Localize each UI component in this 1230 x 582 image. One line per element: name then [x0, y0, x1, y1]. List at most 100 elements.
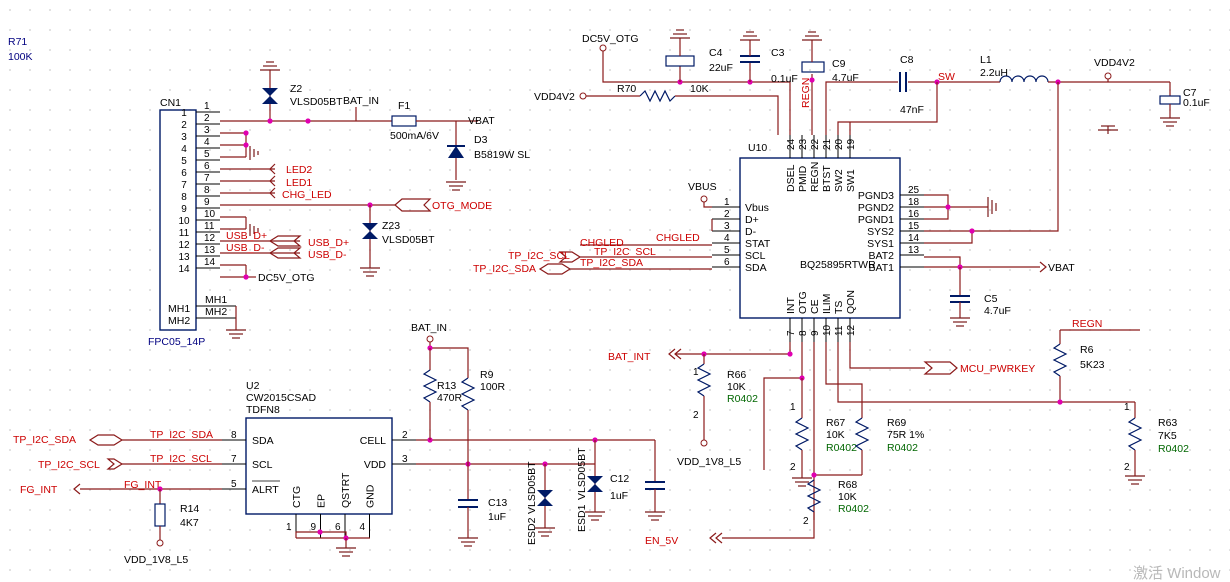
z2-designator: Z2	[290, 83, 302, 95]
r67-value: 10K	[826, 429, 845, 441]
u2-chip-body[interactable]	[245, 417, 393, 515]
net-usb-dp-b: USB_D+	[308, 237, 349, 249]
u2-package: TDFN8	[246, 404, 280, 416]
u2-right-pin-number: 3	[402, 454, 408, 465]
cn1-pin-number: 8	[181, 192, 187, 203]
r67-pin1: 1	[790, 402, 796, 413]
port-tp-sda	[538, 263, 572, 275]
net-bat-in-top: BAT_IN	[343, 95, 379, 107]
esd1-ground-icon	[585, 511, 605, 521]
u2-left-pin-number: 8	[231, 430, 237, 441]
r13-resistor[interactable]	[422, 369, 438, 403]
u10-right-pin-name: BAT2	[869, 250, 895, 262]
r14-resistor[interactable]	[154, 503, 166, 527]
u10-right-pin-number: 15	[908, 221, 920, 232]
u10-bottom-pin-name: ILIM	[821, 294, 833, 314]
u10-designator: U10	[748, 142, 767, 154]
u2-designator: U2	[246, 380, 260, 392]
f1-designator: F1	[398, 100, 410, 112]
r70-value: 10K	[690, 83, 709, 95]
esd2-diode-icon-b	[537, 498, 553, 506]
net-tp-i2c-scl-a: TP_I2C_SCL	[508, 250, 570, 262]
r67-designator: R67	[826, 417, 845, 429]
net-vbus: VBUS	[688, 181, 717, 193]
esd2-diode-icon	[537, 490, 553, 498]
net-vbat-right: VBAT	[1048, 262, 1075, 274]
net-sw: SW	[938, 71, 955, 83]
u2-left-pin-number: 7	[231, 454, 237, 465]
junction	[243, 274, 249, 280]
u10-bottom-pin-name: TS	[833, 301, 845, 314]
net-bat-int: BAT_INT	[608, 351, 651, 363]
u10-left-pin-number: 2	[724, 209, 730, 220]
cn1-mh1-pin: MH1	[205, 294, 227, 306]
r67-resistor[interactable]	[794, 417, 810, 451]
wire-vbus	[703, 202, 712, 208]
r69-resistor[interactable]	[854, 417, 870, 451]
cn1-pin-number: 12	[178, 240, 190, 251]
u10-right-pin-name: SYS1	[867, 238, 894, 250]
cn1-mh2-pin: MH2	[205, 306, 227, 318]
net-tp-i2c-sda-left: TP_I2C_SDA	[13, 434, 76, 446]
u10-left-pin-name: D+	[745, 214, 759, 226]
net-chg-led: CHG_LED	[282, 189, 332, 201]
r66-pin1: 1	[693, 367, 699, 378]
c3-value: 0.1uF	[771, 73, 798, 85]
f1-fuse[interactable]	[391, 115, 417, 127]
u10-left-pin-number: 1	[724, 197, 730, 208]
c9-capacitor[interactable]	[801, 61, 825, 73]
cn1-pin-number-outer: 12	[204, 233, 216, 244]
vdd4v2-ground-icon	[1098, 125, 1118, 134]
u2-left-pin-number: 5	[231, 479, 237, 490]
cn1-pin-number: 5	[181, 156, 187, 167]
arrow-en-5v	[715, 532, 723, 544]
net-mcu-pwrkey: MCU_PWRKEY	[960, 363, 1035, 375]
junction	[267, 118, 273, 124]
c7-capacitor[interactable]	[1159, 95, 1181, 105]
u2-bottom-pin-name: GND	[365, 484, 377, 508]
u10-bottom-pin-number: 10	[822, 324, 833, 336]
r9-designator: R9	[480, 369, 494, 381]
junction	[317, 529, 323, 535]
cn1-pin-number-outer: 5	[204, 149, 210, 160]
u10-bottom-pin-name: OTG	[797, 291, 809, 314]
c5-ground-icon	[950, 317, 970, 327]
u10-top-pin-number: 21	[822, 138, 833, 150]
u10-top-pin-name: SW1	[845, 169, 857, 192]
esd2-designator: ESD2	[526, 517, 538, 545]
u10-top-pin-name: SW2	[833, 169, 845, 192]
vdd-1v8-port-bot	[156, 539, 164, 547]
net-tp-i2c-scl-net: TP_I2C_SCL	[150, 453, 212, 465]
r6-resistor[interactable]	[1052, 343, 1068, 377]
r68-package: R0402	[838, 503, 869, 515]
r63-pin2: 2	[1124, 462, 1130, 473]
l1-inductor[interactable]	[999, 75, 1049, 83]
c13-value: 1uF	[488, 511, 506, 523]
net-tp-i2c-scl-b: TP_I2C_SCL	[594, 246, 656, 258]
c4-capacitor[interactable]	[665, 55, 695, 67]
r70-resistor[interactable]	[639, 89, 676, 103]
r69-package: R0402	[887, 442, 918, 454]
esd2-ground-icon	[535, 527, 555, 537]
windows-activation-watermark: 激活 Window	[1133, 565, 1221, 582]
dc5v-otg-port	[599, 44, 607, 52]
r63-resistor[interactable]	[1127, 417, 1143, 451]
arrow-bat-int-b	[674, 348, 682, 360]
wire-en-5v	[722, 512, 815, 539]
r71-value: 100K	[8, 51, 33, 63]
net-regn-right: REGN	[1072, 318, 1102, 330]
u10-chip-body[interactable]	[739, 157, 901, 319]
r9-resistor[interactable]	[460, 377, 476, 411]
cn1-pin-number: 14	[178, 264, 190, 275]
cn1-body[interactable]	[159, 109, 197, 331]
cn1-pin-number: 9	[181, 204, 187, 215]
esd1-diode-icon-b	[587, 484, 603, 492]
cn1-pin-number-outer: 6	[204, 161, 210, 172]
net-vdd-1v8-l5-bot: VDD_1V8_L5	[124, 554, 188, 566]
net-tp-i2c-scl-left: TP_I2C_SCL	[38, 459, 100, 471]
r68-resistor[interactable]	[806, 479, 822, 513]
r66-resistor[interactable]	[696, 363, 712, 397]
r71-designator: R71	[8, 36, 27, 48]
r69-designator: R69	[887, 417, 906, 429]
wire-btst	[825, 81, 898, 135]
